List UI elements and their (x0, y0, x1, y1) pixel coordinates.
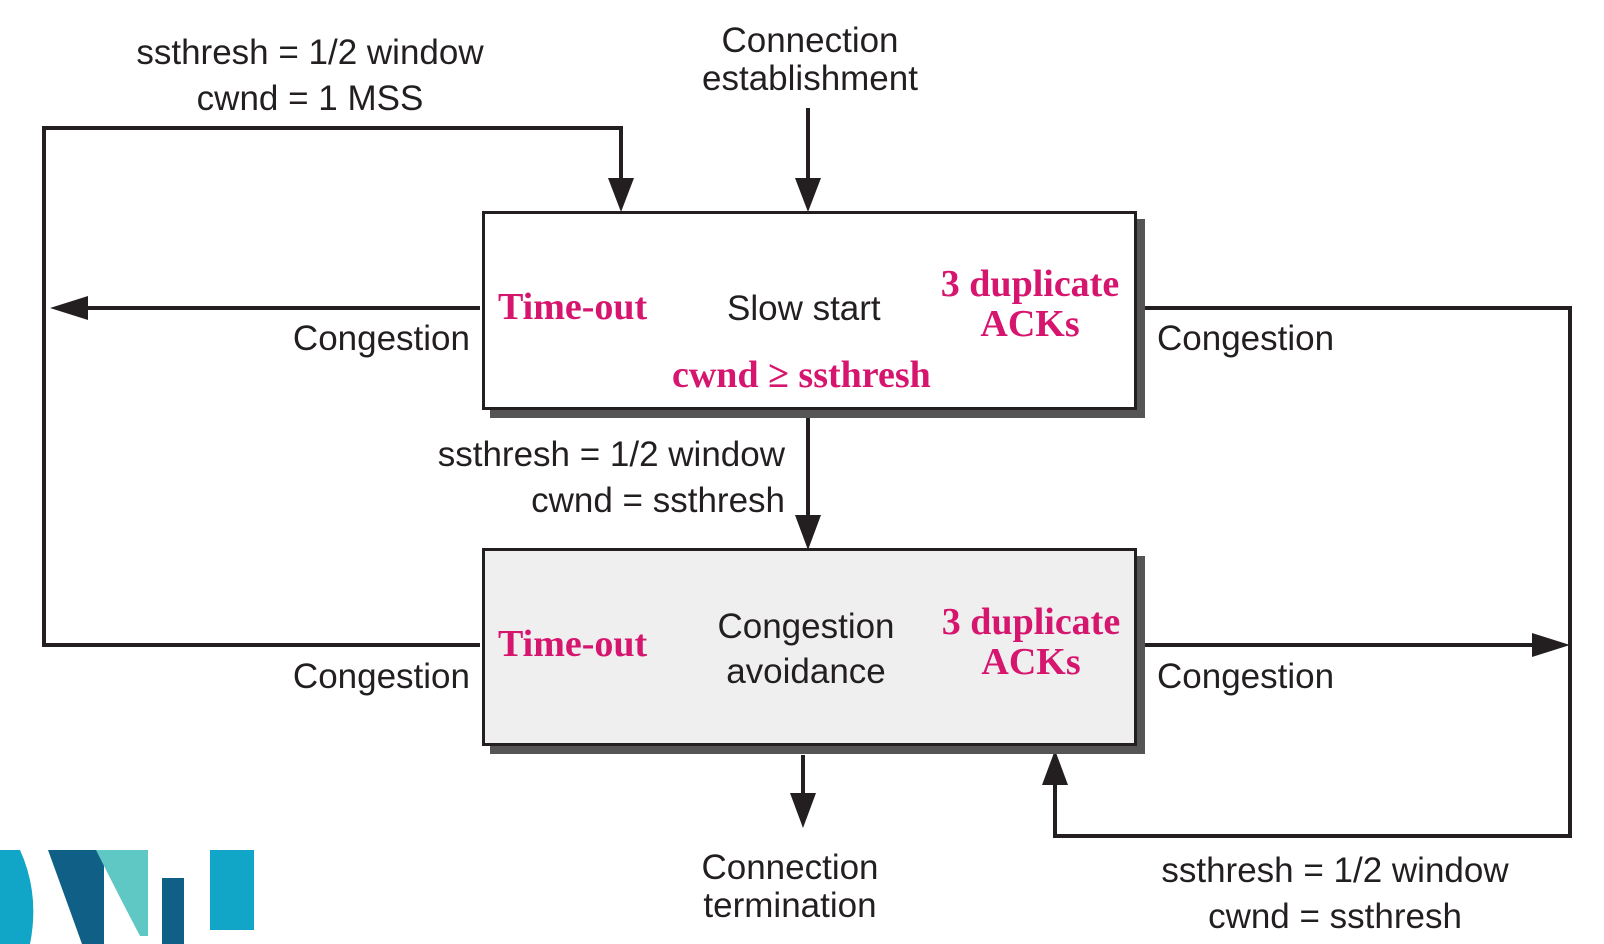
slow-start-dup-line2: ACKs (980, 303, 1080, 345)
connection-termination-line2: termination (703, 886, 877, 925)
timeout-loop-line (42, 126, 623, 647)
middle-annotation: ssthresh = 1/2 window cwnd = ssthresh (380, 436, 785, 520)
avoidance-left-congestion-label: Congestion (292, 657, 470, 696)
slow-start-left-congestion-label: Congestion (292, 319, 470, 358)
avoidance-timeout-label: Time-out (498, 623, 648, 665)
top-left-annotation: ssthresh = 1/2 window cwnd = 1 MSS (110, 34, 510, 118)
avoidance-title: Congestion avoidance (690, 604, 922, 694)
middle-annotation-line1: ssthresh = 1/2 window (437, 435, 785, 474)
arrowhead-slowstart-top-left (608, 178, 634, 212)
middle-annotation-line2: cwnd = ssthresh (531, 481, 785, 520)
congestion-avoidance-box (482, 548, 1137, 746)
slow-start-right-congestion-label: Congestion (1157, 319, 1335, 358)
avoidance-duplicate-acks-label: 3 duplicate ACKs (925, 602, 1137, 682)
bottom-right-annotation: ssthresh = 1/2 window cwnd = ssthresh (1135, 852, 1535, 936)
connection-termination-label: Connection termination (640, 849, 940, 925)
bottom-right-annotation-line2: cwnd = ssthresh (1208, 897, 1462, 936)
slow-start-title: Slow start (727, 289, 881, 328)
arrowhead-establishment (795, 178, 821, 212)
avoidance-title-line1: Congestion (717, 607, 895, 646)
arrowhead-right (1532, 633, 1570, 657)
arrowhead-avoidance (795, 515, 821, 550)
connection-establishment-label: Connection establishment (660, 22, 960, 98)
slow-start-timeout-label: Time-out (498, 286, 648, 328)
logo-mark (0, 850, 254, 944)
connection-establishment-line1: Connection (721, 21, 899, 60)
duplicate-loop-line (1053, 306, 1572, 838)
avoidance-dup-line1: 3 duplicate (941, 601, 1121, 643)
avoidance-dup-line2: ACKs (981, 641, 1081, 683)
top-left-annotation-line2: cwnd = 1 MSS (196, 79, 424, 118)
top-left-annotation-line1: ssthresh = 1/2 window (136, 33, 484, 72)
arrowhead-left (50, 296, 88, 320)
arrowhead-termination (790, 793, 816, 828)
slow-start-box (482, 211, 1137, 410)
arrowhead-avoidance-bottom (1042, 750, 1068, 785)
bottom-right-annotation-line1: ssthresh = 1/2 window (1161, 851, 1509, 890)
avoidance-right-congestion-label: Congestion (1157, 657, 1335, 696)
slow-start-dup-line1: 3 duplicate (940, 263, 1120, 305)
slow-start-condition-label: cwnd ≥ ssthresh (672, 354, 931, 396)
connection-termination-line1: Connection (701, 848, 879, 887)
connection-establishment-line2: establishment (702, 59, 918, 98)
slow-start-duplicate-acks-label: 3 duplicate ACKs (925, 264, 1135, 344)
avoidance-title-line2: avoidance (726, 652, 886, 691)
